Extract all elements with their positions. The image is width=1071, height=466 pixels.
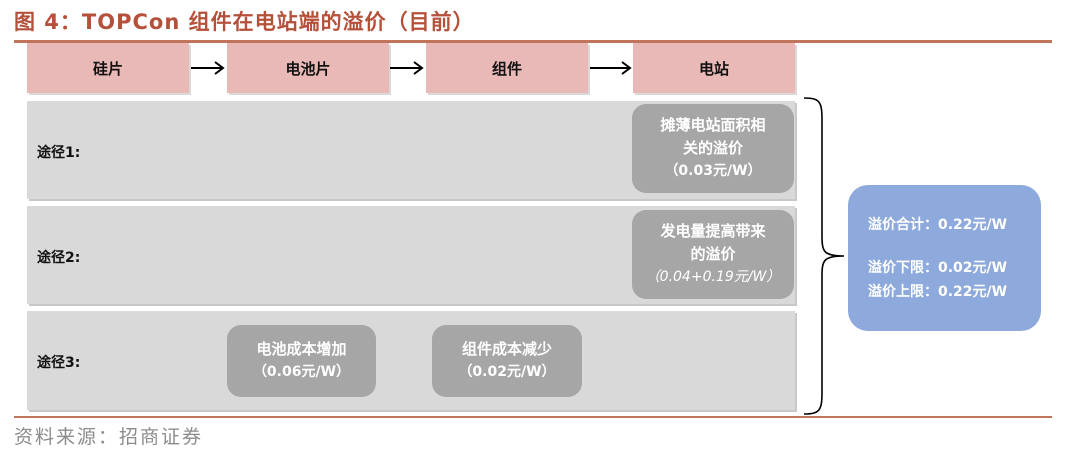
arrow-right-icon [191, 61, 225, 75]
arrow-right-icon [590, 61, 632, 75]
stage-module: 组件 [426, 43, 588, 93]
stage-wafer: 硅片 [27, 43, 189, 93]
footer-divider [14, 416, 1052, 418]
box-text-line: 的溢价 [690, 245, 736, 263]
stage-power-station: 电站 [633, 43, 795, 93]
box-value: （0.06元/W） [252, 364, 351, 380]
source-note: 资料来源：招商证券 [14, 426, 204, 448]
route-1-label: 途径1: [37, 145, 81, 161]
premium-total: 溢价合计：0.22元/W [868, 217, 1008, 233]
box-value: （0.03元/W） [664, 163, 762, 179]
figure-title: 图 4：TOPCon 组件在电站端的溢价（目前） [14, 10, 475, 34]
premium-upper-bound: 溢价上限：0.22元/W [868, 284, 1008, 300]
route-3-label: 途径3: [37, 355, 81, 371]
box-text-line: 组件成本减少 [461, 340, 552, 358]
box-text-line: 电池成本增加 [256, 340, 347, 358]
route-1-premium-box: 摊薄电站面积相 关的溢价 （0.03元/W） [632, 104, 794, 193]
route-2-premium-box: 发电量提高带来 的溢价 （0.04+0.19元/W） [632, 210, 794, 299]
box-text-line: 关的溢价 [682, 139, 743, 157]
right-brace-icon [803, 97, 845, 415]
route-2-label: 途径2: [37, 250, 81, 266]
stage-cell: 电池片 [227, 43, 389, 93]
box-value: （0.02元/W） [458, 364, 556, 380]
route-3-band: 途径3: [27, 311, 795, 410]
module-cost-decrease-box: 组件成本减少 （0.02元/W） [432, 325, 582, 397]
title-divider [14, 40, 1052, 43]
box-text-line: 摊薄电站面积相 [660, 116, 766, 134]
box-value: （0.04+0.19元/W） [645, 269, 781, 285]
cell-cost-increase-box: 电池成本增加 （0.06元/W） [227, 325, 376, 397]
arrow-right-icon [390, 61, 424, 75]
premium-summary-box: 溢价合计：0.22元/W 溢价下限：0.02元/W 溢价上限：0.22元/W [848, 185, 1041, 331]
premium-lower-bound: 溢价下限：0.02元/W [868, 260, 1008, 276]
box-text-line: 发电量提高带来 [660, 222, 766, 240]
